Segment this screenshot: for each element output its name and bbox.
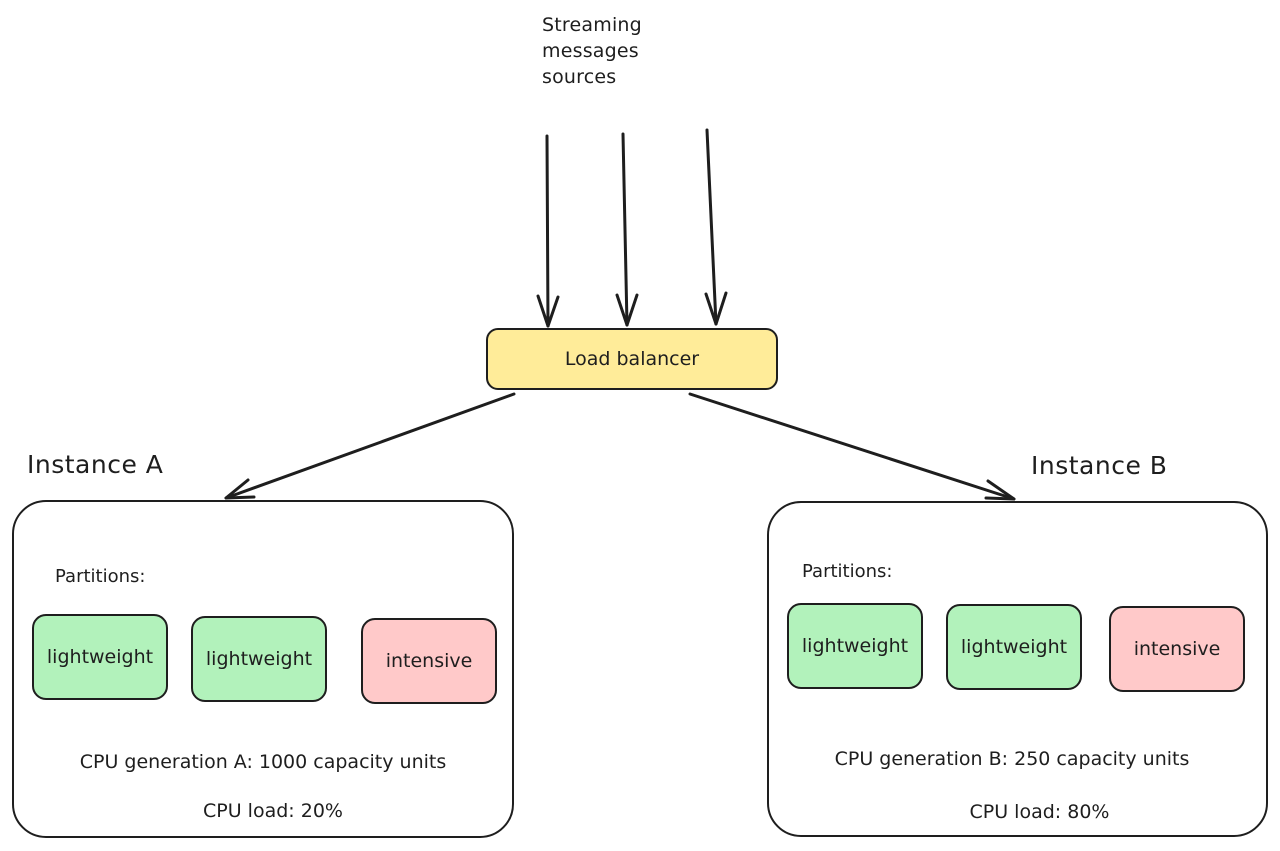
- instance-b-cpu-load: CPU load: 80%: [969, 801, 1110, 823]
- instance-b-partition-2: lightweight: [946, 604, 1082, 690]
- sources-label-line: sources: [542, 66, 617, 88]
- partition-label: intensive: [1133, 638, 1221, 660]
- source-arrow-1-head: [536, 294, 560, 328]
- source-arrow-3-head: [704, 291, 728, 326]
- source-arrow-2: [621, 132, 629, 327]
- instance-b-partition-3: intensive: [1109, 606, 1245, 692]
- instance-b-title: Instance B: [1031, 451, 1168, 480]
- partition-label: intensive: [385, 650, 473, 672]
- source-arrow-1: [545, 134, 550, 328]
- instance-b-cpu-generation: CPU generation B: 250 capacity units: [834, 748, 1190, 770]
- instance-a-partition-3: intensive: [361, 618, 497, 704]
- source-arrow-3: [705, 128, 718, 326]
- instance-a-partition-1: lightweight: [32, 614, 168, 700]
- lb-to-instance-a-arrow-head: [224, 478, 256, 500]
- partition-label: lightweight: [960, 636, 1068, 658]
- partition-label: lightweight: [46, 646, 154, 668]
- partition-label: lightweight: [801, 635, 909, 657]
- sources-label: Streaming messages sources: [542, 12, 642, 90]
- load-balancer-label: Load balancer: [564, 348, 700, 370]
- instance-a-cpu-generation: CPU generation A: 1000 capacity units: [79, 751, 447, 773]
- instance-a-title: Instance A: [27, 450, 164, 479]
- lb-to-instance-a-arrow: [224, 392, 516, 500]
- instance-a-cpu-load: CPU load: 20%: [203, 800, 343, 822]
- lb-to-instance-b-arrow: [688, 392, 1016, 501]
- instance-a-partition-2: lightweight: [191, 616, 327, 702]
- lb-to-instance-b-arrow-head: [984, 479, 1016, 501]
- instance-b-partition-1: lightweight: [787, 603, 923, 689]
- sources-label-line: messages: [542, 40, 639, 62]
- sources-label-line: Streaming: [542, 14, 642, 36]
- instance-a-partitions-label: Partitions:: [55, 566, 146, 587]
- instance-b-partitions-label: Partitions:: [802, 561, 893, 582]
- load-balancer-box: Load balancer: [486, 328, 778, 390]
- partition-label: lightweight: [205, 648, 313, 670]
- source-arrow-2-head: [615, 293, 639, 327]
